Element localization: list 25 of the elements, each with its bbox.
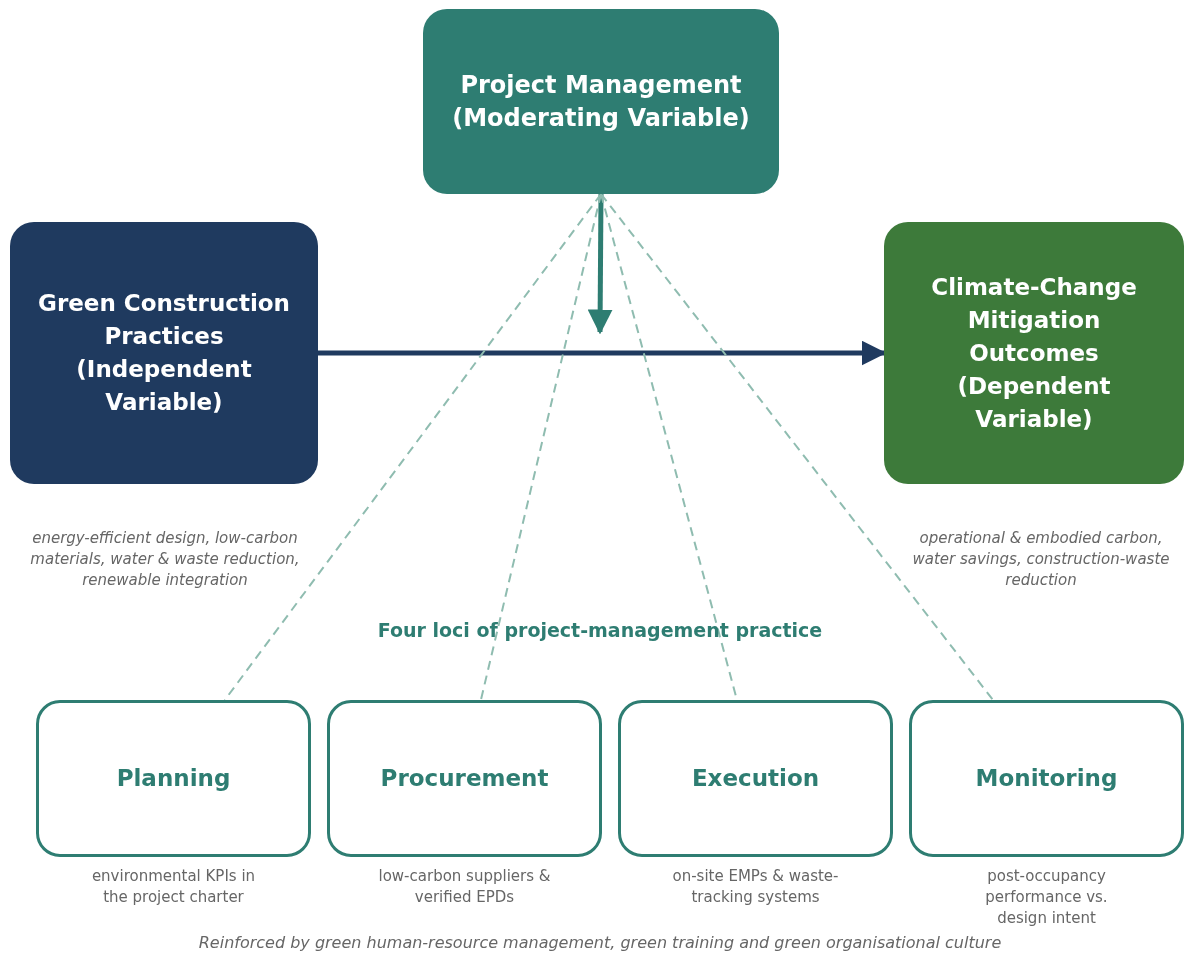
stage-box bbox=[909, 700, 1184, 857]
footnote: Reinforced by green human-resource management, green training and green organisational culture bbox=[197, 933, 1003, 952]
node-title: Planning bbox=[116, 764, 231, 793]
node-caption: energy-efficient design, low-carbon materials, water & waste reduction, renewable integration bbox=[29, 528, 301, 591]
variable-box bbox=[10, 222, 318, 484]
node-caption: environmental KPIs in the project charter bbox=[90, 866, 257, 908]
node-title: Execution bbox=[691, 764, 820, 793]
section-heading: Four loci of project-management practice bbox=[376, 619, 824, 641]
variable-box bbox=[423, 9, 779, 194]
arrow bbox=[587, 194, 613, 335]
node-caption: operational & embodied carbon, water savings, construction-waste reduction bbox=[911, 528, 1171, 591]
node-title: Monitoring bbox=[975, 764, 1118, 793]
stage-box bbox=[36, 700, 311, 857]
stage-box bbox=[327, 700, 602, 857]
node-title: Procurement bbox=[380, 764, 549, 793]
node-title: Project Management (Moderating Variable) bbox=[451, 69, 751, 134]
node-title: Climate-Change Mitigation Outcomes (Dependent Variable) bbox=[930, 272, 1138, 434]
stage-box bbox=[618, 700, 893, 857]
node-caption: on-site EMPs & waste-tracking systems bbox=[671, 866, 840, 908]
variable-box bbox=[884, 222, 1184, 484]
node-caption: low-carbon suppliers & verified EPDs bbox=[377, 866, 552, 908]
node-caption: post-occupancy performance vs. design intent bbox=[984, 866, 1109, 929]
dashed-line bbox=[600, 193, 995, 701]
node-title: Green Construction Practices (Independent Variable) bbox=[37, 289, 291, 417]
dashed-line bbox=[479, 193, 602, 701]
